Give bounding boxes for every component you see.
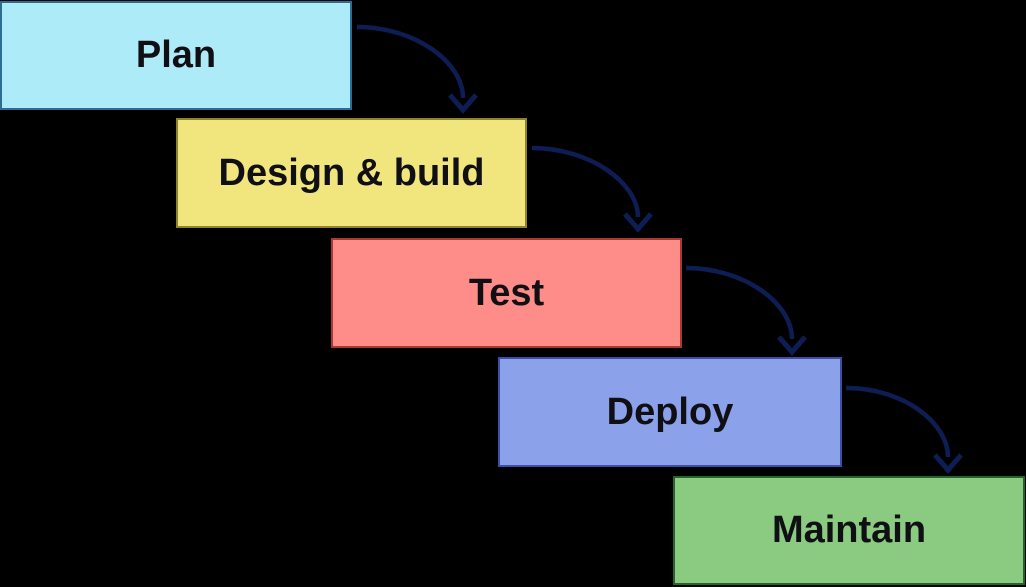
- step-box-test: Test: [331, 238, 682, 348]
- arrow-deploy-to-maintain: [845, 385, 951, 458]
- step-box-design-build: Design & build: [176, 118, 527, 228]
- arrow-plan-to-design-build: [356, 24, 466, 99]
- step-box-plan: Plan: [0, 1, 352, 110]
- step-label-plan: Plan: [135, 34, 217, 76]
- step-label-test: Test: [468, 271, 545, 314]
- arrowhead-plan-to-design-build-icon: [448, 93, 478, 114]
- step-label-design-build: Design & build: [218, 151, 485, 194]
- arrowhead-design-build-to-test-icon: [623, 212, 653, 233]
- step-box-maintain: Maintain: [673, 476, 1025, 585]
- step-box-deploy: Deploy: [498, 357, 842, 467]
- step-label-maintain: Maintain: [771, 509, 927, 551]
- step-label-deploy: Deploy: [606, 390, 734, 433]
- arrow-design-build-to-test: [531, 145, 641, 218]
- arrowhead-deploy-to-maintain-icon: [933, 453, 963, 474]
- arrow-test-to-deploy: [685, 265, 795, 340]
- arrowhead-test-to-deploy-icon: [777, 335, 807, 356]
